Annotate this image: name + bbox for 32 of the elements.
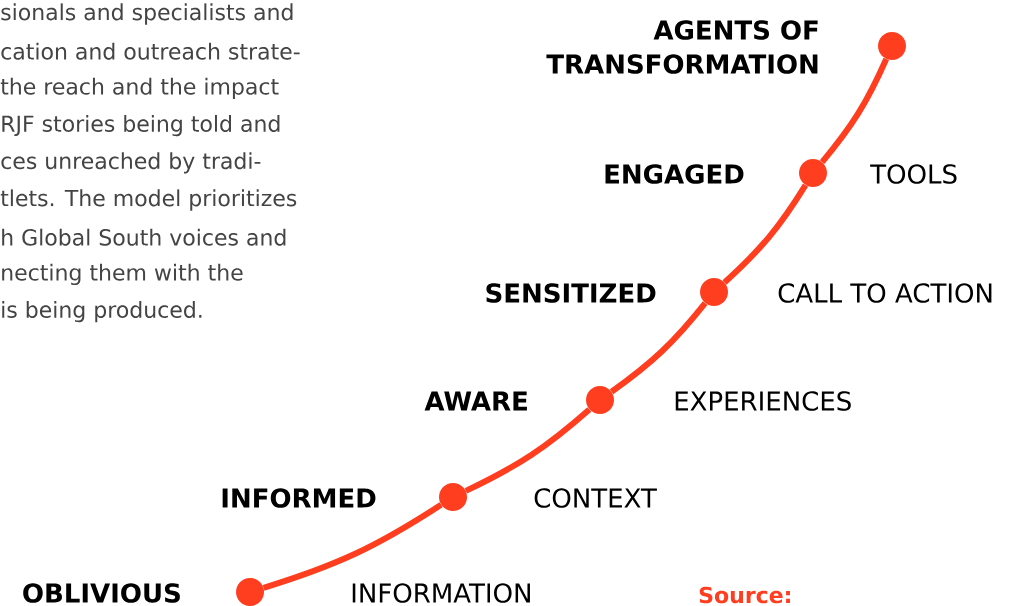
paragraph-line: the reach and the impact bbox=[0, 77, 279, 100]
step-label: TOOLS bbox=[870, 164, 957, 184]
paragraph-line: is being produced. bbox=[2, 300, 202, 323]
stage-dot bbox=[700, 278, 728, 306]
curve-segment bbox=[262, 502, 443, 591]
curve-segment bbox=[609, 301, 708, 395]
stage-label: SENSITIZED bbox=[486, 283, 656, 303]
stage-label: ENGAGED bbox=[605, 164, 744, 184]
step-label: CONTEXT bbox=[534, 488, 657, 508]
paragraph-line: sionals and specialists and bbox=[1, 3, 293, 25]
step-label: EXPERIENCES bbox=[675, 391, 851, 411]
curve-segment bbox=[722, 183, 809, 285]
stage-label: INFORMED bbox=[222, 488, 376, 508]
stage-label: AWARE bbox=[424, 391, 527, 411]
paragraph-line: h Global South voices and bbox=[2, 228, 286, 246]
stage-dot bbox=[586, 386, 614, 414]
source-label: Source: bbox=[699, 586, 790, 604]
stage-dot bbox=[236, 578, 264, 606]
stage-label: AGENTS OF TRANSFORMATION bbox=[546, 20, 818, 74]
paragraph-line: cation and outreach strate- bbox=[1, 42, 300, 60]
curve-segment bbox=[819, 57, 889, 164]
paragraph-line: RJF stories being told and bbox=[2, 114, 280, 137]
paragraph-line: necting them with the bbox=[2, 263, 243, 286]
stage-dot bbox=[799, 159, 827, 187]
paragraph-line: tlets. The model prioritizes bbox=[0, 189, 297, 211]
paragraph-line: ces unreached by tradi- bbox=[1, 152, 261, 174]
step-label: INFORMATION bbox=[352, 583, 530, 603]
stage-dot bbox=[439, 483, 467, 511]
step-label: CALL TO ACTION bbox=[778, 283, 992, 303]
stage-label: OBLIVIOUS bbox=[23, 583, 180, 603]
curve-segment bbox=[464, 407, 592, 494]
stage-dot bbox=[878, 32, 906, 60]
